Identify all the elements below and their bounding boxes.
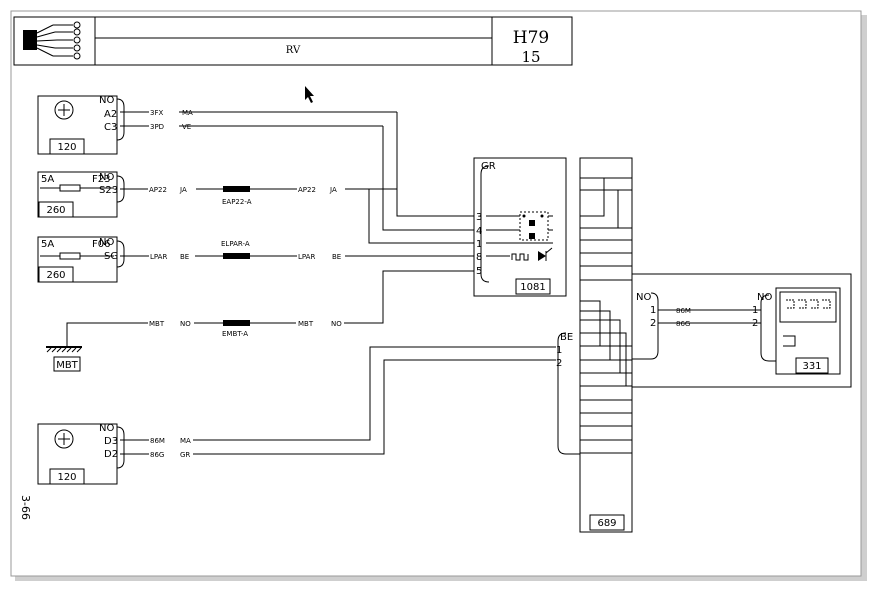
wire-code: AP22 (149, 186, 167, 194)
title-ref: H79 (513, 28, 549, 48)
wire-code: 86G (150, 451, 164, 459)
connector-bracket-be (557, 332, 580, 455)
connector-logo-icon (23, 21, 81, 60)
splice-label: ELPAR-A (221, 240, 250, 248)
wire-code: MBT (298, 320, 314, 328)
pin-label: D3 (104, 436, 118, 447)
component-689: 689 (579, 157, 633, 533)
pin-label: NO (99, 95, 114, 106)
splice-icon (223, 186, 250, 192)
connector-group-label: BE (560, 332, 573, 343)
wire-ap22-drop (368, 189, 476, 244)
page-number: 3-66 (19, 495, 32, 520)
component-number: 689 (597, 518, 616, 529)
pin-label: 2 (556, 358, 562, 369)
fuse-name: F06 (92, 239, 110, 250)
component-120-bottom: 120 NO D3 D2 (37, 423, 125, 485)
pin-label: NO (636, 292, 651, 303)
wire-code: LPAR (150, 253, 167, 261)
pin-label: SG (104, 251, 118, 262)
splice-icon (223, 253, 250, 259)
wire-color: BE (180, 253, 189, 261)
pin-label: NO (99, 237, 114, 248)
motor-pulse-icon (511, 247, 553, 261)
wire-code: AP22 (298, 186, 316, 194)
wire-color: BE (332, 253, 341, 261)
fuse-name: F23 (92, 174, 110, 185)
wire-color: NO (180, 320, 191, 328)
pin-label: 1 (752, 305, 758, 316)
pin-label: 8 (476, 252, 482, 263)
pin-label: 2 (752, 318, 758, 329)
switch-icon (519, 211, 549, 241)
pin-label: D2 (104, 449, 118, 460)
component-number: 260 (46, 205, 65, 216)
component-number: 120 (57, 142, 76, 153)
pin-label: 5 (476, 266, 482, 277)
component-number: 1081 (520, 282, 545, 293)
wire-color: MA (182, 109, 193, 117)
title-label: RV (286, 45, 301, 56)
wire-86g (120, 359, 556, 455)
splice-label: EAP22-A (222, 198, 252, 206)
pin-label: 2 (650, 318, 656, 329)
component-number: 120 (57, 472, 76, 483)
wire-code: 86M (676, 307, 691, 315)
component-number: 331 (802, 361, 821, 372)
fuse-rating: 5A (41, 239, 54, 250)
wire-color: MA (180, 437, 191, 445)
wire-code: LPAR (298, 253, 315, 261)
pin-label: A2 (104, 109, 117, 120)
wire-color: VE (182, 123, 191, 131)
component-120-top: 120 NO A2 C3 (37, 95, 125, 155)
wire-code: 3FX (150, 109, 163, 117)
fuse-icon (59, 252, 81, 260)
fuse-icon (59, 184, 81, 192)
pin-label: NO (99, 172, 114, 183)
contact-icon (783, 335, 796, 347)
fuse-rating: 5A (41, 174, 54, 185)
wire-code: 3PD (150, 123, 164, 131)
pin-label: C3 (104, 122, 117, 133)
title-block: RV H79 15 (13, 16, 573, 66)
wire-color: NO (331, 320, 342, 328)
wire-86m (120, 346, 556, 441)
ground-mbt: MBT (46, 270, 476, 372)
wire-color: JA (329, 186, 337, 194)
pin-label: 4 (476, 226, 482, 237)
relay-block: NO 1 2 86M 86G NO 1 2 331 (631, 273, 852, 388)
wire-3pd-drop (382, 126, 476, 231)
pin-label: NO (99, 423, 114, 434)
pin-label: 3 (476, 212, 482, 223)
wire-code: 86G (676, 320, 690, 328)
ground-label: MBT (56, 360, 78, 371)
component-1081: GR 3 4 1 8 5 1081 (473, 157, 567, 297)
component-number: 260 (46, 270, 65, 281)
wire-code: MBT (149, 320, 165, 328)
relay-coil-icon (779, 291, 837, 323)
pin-label: S23 (99, 185, 118, 196)
fuse-box-260-bottom: 5A F06 260 NO SG (37, 236, 125, 283)
wire-code: 86M (150, 437, 165, 445)
splice-icon (223, 320, 250, 326)
splice-label: EMBT-A (222, 330, 248, 338)
wire-color: GR (180, 451, 190, 459)
pin-label: 1 (476, 239, 482, 250)
pin-label: 1 (556, 345, 562, 356)
pin-label: NO (757, 292, 772, 303)
mouse-cursor-icon (305, 86, 314, 103)
pin-label: 1 (650, 305, 656, 316)
title-sub: 15 (521, 48, 540, 66)
wire-color: JA (179, 186, 187, 194)
fuse-box-260-top: 5A F23 260 NO S23 (37, 171, 125, 218)
